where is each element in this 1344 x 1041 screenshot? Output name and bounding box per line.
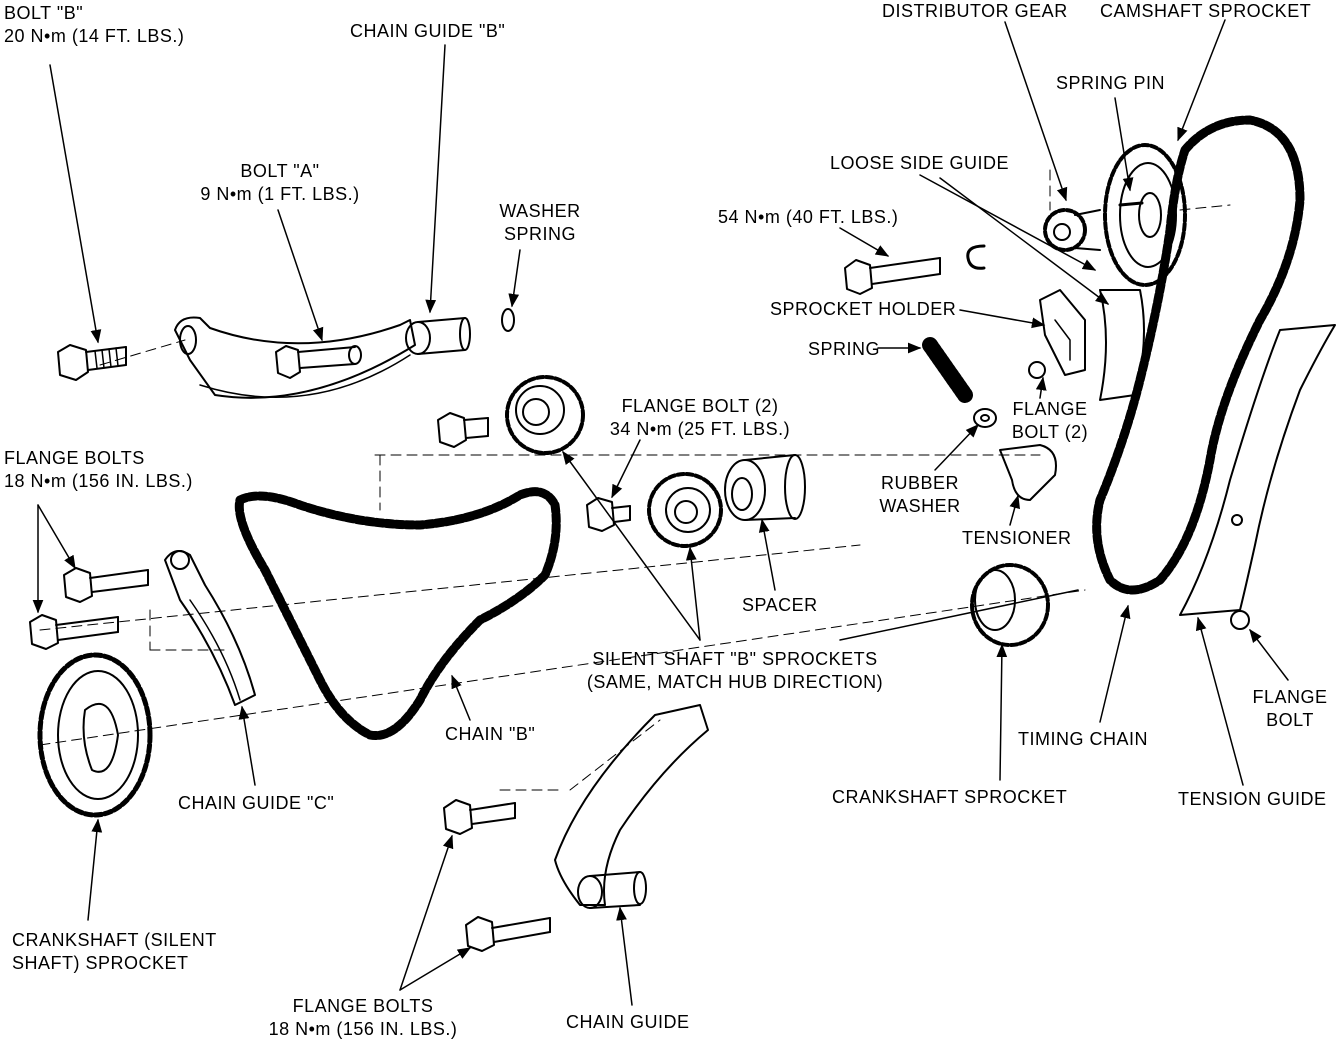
chain-b	[234, 487, 561, 741]
label-bolt-b: BOLT "B"20 N•m (14 FT. LBS.)	[4, 3, 185, 46]
bolt-a	[275, 345, 362, 379]
rubber-washer-part	[973, 408, 997, 428]
label-tension-guide: TENSION GUIDE	[1178, 789, 1327, 809]
label-timing-chain: TIMING CHAIN	[1018, 729, 1148, 749]
clip	[966, 244, 986, 270]
label-spring: SPRING	[808, 339, 881, 359]
spring-part	[922, 337, 973, 403]
label-camshaft-sprocket: CAMSHAFT SPROCKET	[1100, 1, 1312, 21]
flange-bolt-upper	[437, 412, 489, 448]
bolt-54nm	[844, 257, 941, 295]
label-loose-side-guide: LOOSE SIDE GUIDE	[830, 153, 1010, 173]
label-torque-54: 54 N•m (40 FT. LBS.)	[718, 207, 899, 227]
crankshaft-silent-shaft-sprocket	[37, 652, 153, 818]
label-chain-guide-b: CHAIN GUIDE "B"	[350, 21, 506, 41]
label-sprocket-holder: SPROCKET HOLDER	[770, 299, 957, 319]
label-distributor-gear: DISTRIBUTOR GEAR	[882, 1, 1068, 21]
label-tensioner: TENSIONER	[962, 528, 1072, 548]
silent-shaft-sprocket-upper	[505, 375, 585, 455]
flange-bolt-mid	[586, 497, 631, 532]
chain-guide-c	[164, 550, 256, 706]
washer-spring	[501, 308, 515, 332]
label-spacer: SPACER	[742, 595, 818, 615]
spacer	[724, 454, 806, 521]
label-crankshaft-sprocket: CRANKSHAFT SPROCKET	[832, 787, 1068, 807]
flange-bolt-bottom-upper	[443, 799, 516, 835]
chain-guide-b	[174, 316, 471, 399]
flange-bolt-tension	[1230, 610, 1250, 630]
distributor-gear	[1043, 208, 1101, 252]
loose-side-guide	[1099, 289, 1145, 401]
label-spring-pin: SPRING PIN	[1056, 73, 1166, 93]
flange-bolt-left-lower	[29, 614, 119, 650]
chain-guide-bottom	[554, 704, 709, 909]
label-chain-guide-c: CHAIN GUIDE "C"	[178, 793, 335, 813]
sprocket-holder	[1039, 289, 1086, 376]
flange-bolt-left-upper	[63, 567, 149, 603]
flange-bolt-bottom-lower	[465, 916, 551, 952]
bolt-b	[57, 344, 127, 381]
crankshaft-sprocket-part	[970, 563, 1050, 647]
label-chain-b: CHAIN "B"	[445, 724, 536, 744]
tension-guide-part	[1179, 324, 1336, 616]
label-chain-guide: CHAIN GUIDE	[566, 1012, 690, 1032]
timing-chain	[1092, 115, 1305, 595]
silent-shaft-sprocket-lower	[647, 472, 723, 548]
flange-bolt-holder	[1028, 361, 1046, 379]
label-silent-shaft-b: SILENT SHAFT "B" SPROCKETS(SAME, MATCH H…	[586, 649, 884, 692]
label-bolt-a: BOLT "A"9 N•m (1 FT. LBS.)	[200, 161, 360, 204]
label-flange-bolt-2-mid: FLANGE BOLT (2)34 N•m (25 FT. LBS.)	[609, 396, 791, 439]
tensioner-part	[999, 444, 1057, 501]
